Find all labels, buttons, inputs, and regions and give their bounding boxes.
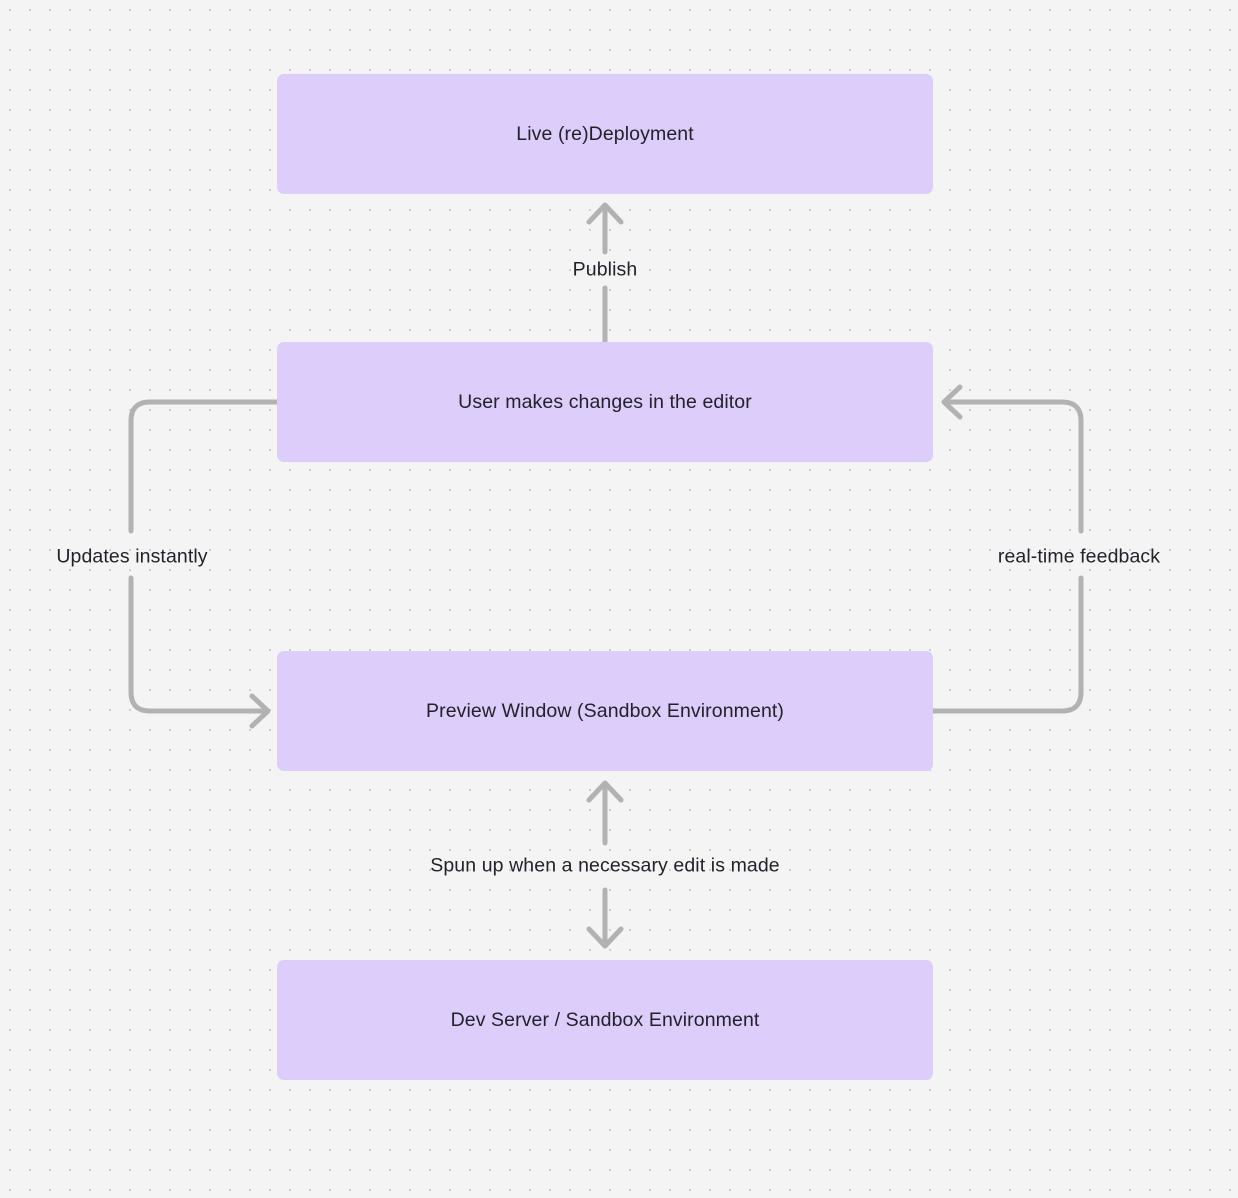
node-label: Dev Server / Sandbox Environment <box>450 1008 760 1031</box>
node-label: Live (re)Deployment <box>516 122 694 145</box>
node-dev-server[interactable]: Dev Server / Sandbox Environment <box>277 960 933 1080</box>
edge-label-publish: Publish <box>572 258 638 281</box>
edge-label-real-time-feedback: real-time feedback <box>997 545 1161 568</box>
node-user-edits[interactable]: User makes changes in the editor <box>277 342 933 462</box>
edge-label-updates-instantly: Updates instantly <box>56 545 208 568</box>
edge-label-spun-up: Spun up when a necessary edit is made <box>430 854 780 877</box>
node-live-deployment[interactable]: Live (re)Deployment <box>277 74 933 194</box>
node-label: User makes changes in the editor <box>458 390 752 413</box>
node-label: Preview Window (Sandbox Environment) <box>426 699 784 722</box>
node-preview-window[interactable]: Preview Window (Sandbox Environment) <box>277 651 933 771</box>
